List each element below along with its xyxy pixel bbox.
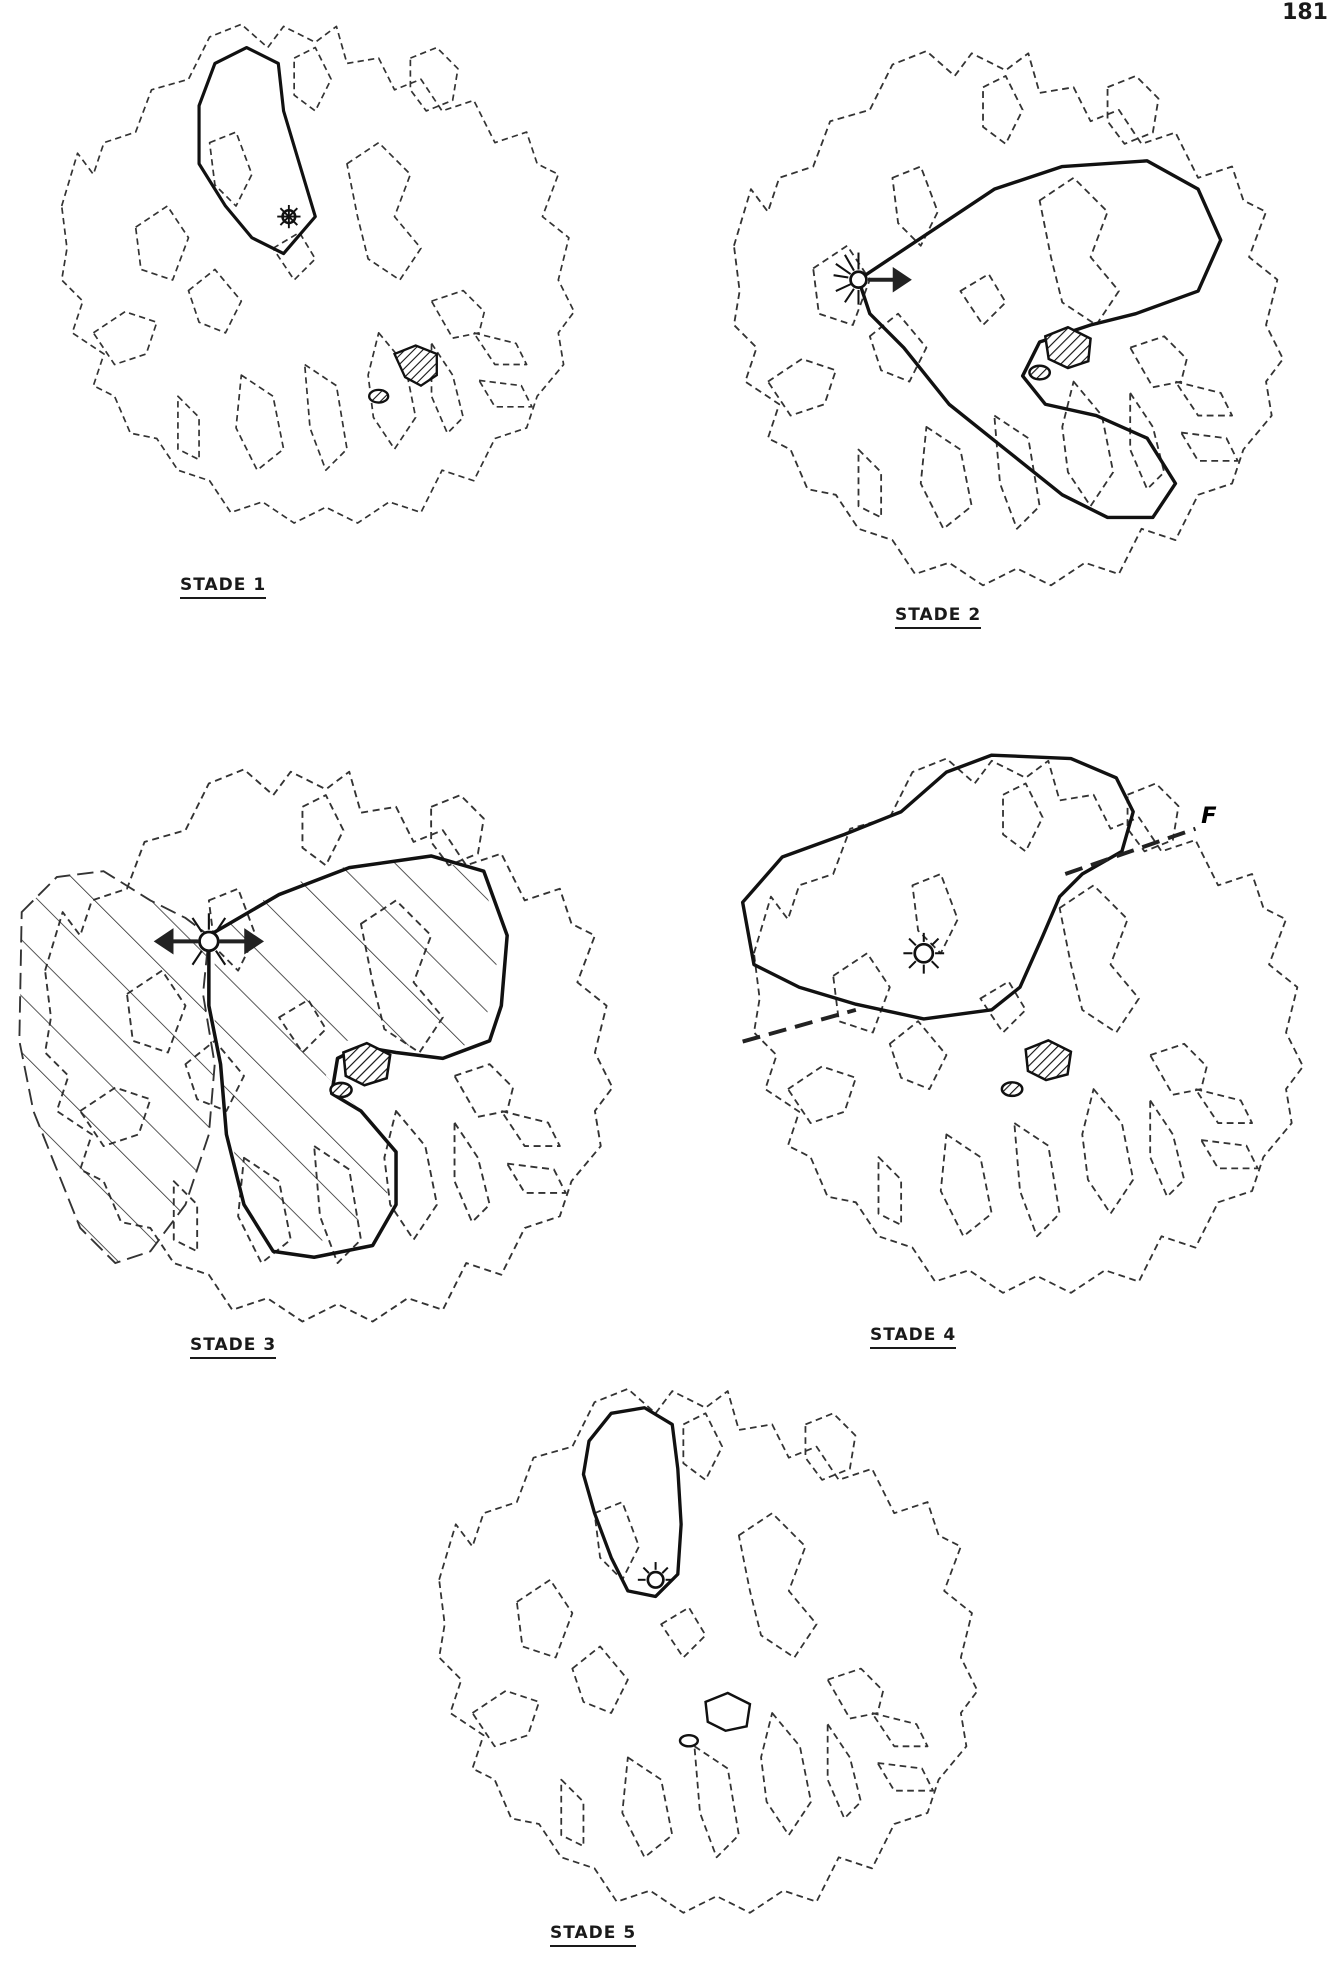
page-number: 181 xyxy=(1282,0,1328,25)
stage-2-vent-icon xyxy=(834,253,867,305)
stage-3-hatched-flow-west xyxy=(19,871,214,1263)
stage-1-vent-icon xyxy=(277,205,300,228)
stage-5-label: STADE 5 xyxy=(550,1923,636,1947)
stage-1-map: STADE 1 xyxy=(30,0,590,610)
stage-4-fault-label: F xyxy=(1201,803,1217,829)
stage-2-small-blob xyxy=(1029,366,1049,380)
stage-3-map: STADE 3 xyxy=(10,760,630,1370)
stage-2-hatched-blob xyxy=(1045,327,1090,368)
stage-2-map: STADE 2 xyxy=(700,40,1320,650)
stage-2-flow-arrow xyxy=(870,271,908,289)
stage-3-small-blob xyxy=(331,1083,352,1097)
stage-4-map: F STADE 4 xyxy=(720,740,1334,1360)
stage-5-map: STADE 5 xyxy=(400,1380,1020,1960)
stage-4-small-blob xyxy=(1002,1082,1022,1096)
stage-5-small-open-blob xyxy=(680,1735,698,1746)
stage-1-hatched-blob xyxy=(395,346,437,386)
stage-5-open-blob xyxy=(706,1693,750,1731)
stage-1-lava-outline xyxy=(199,48,315,254)
stage-4-fault-line-east xyxy=(1065,829,1195,874)
stage-2-label: STADE 2 xyxy=(895,605,981,629)
stage-1-label: STADE 1 xyxy=(180,575,266,599)
stage-3-label: STADE 3 xyxy=(190,1335,276,1359)
stage-4-hatched-blob xyxy=(1026,1040,1071,1080)
stage-1-small-blob xyxy=(369,390,388,403)
stage-4-label: STADE 4 xyxy=(870,1325,956,1349)
stage-4-vent-icon xyxy=(903,933,944,974)
